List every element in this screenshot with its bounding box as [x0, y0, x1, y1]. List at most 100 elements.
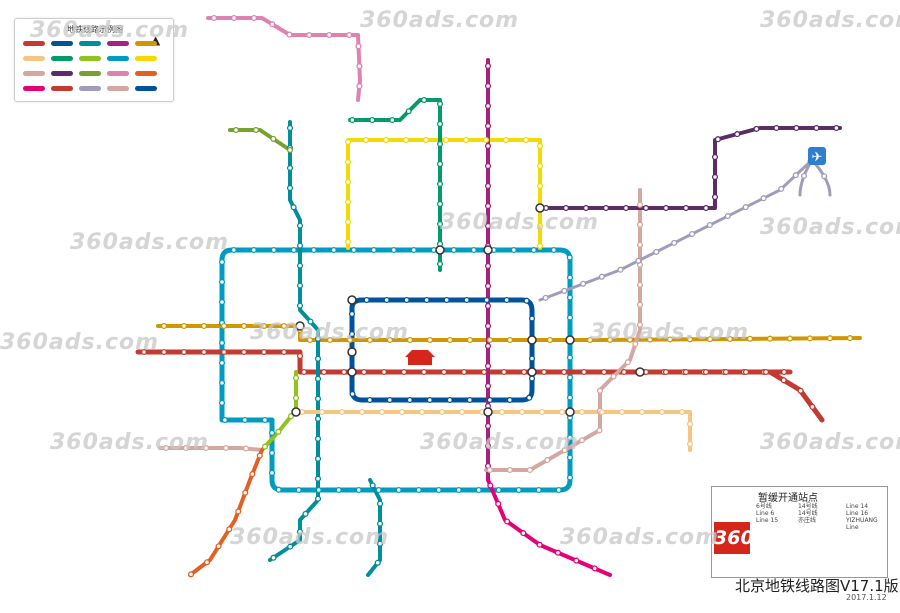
station-marker	[580, 368, 588, 376]
station-marker	[566, 474, 574, 481]
station-marker	[566, 314, 574, 321]
station-marker	[326, 31, 333, 39]
station-marker	[484, 322, 492, 330]
tiananmen-icon	[405, 350, 435, 365]
station-marker	[318, 408, 326, 416]
station-marker	[280, 322, 288, 330]
station-marker	[376, 500, 384, 507]
station-marker	[484, 82, 492, 90]
route-line8	[348, 98, 442, 272]
station-marker	[363, 296, 370, 304]
station-marker	[182, 444, 190, 452]
station-marker	[406, 336, 414, 344]
legend-swatch-airport	[79, 86, 101, 91]
station-marker	[536, 142, 544, 150]
station-marker	[455, 486, 462, 494]
station-marker	[484, 262, 492, 270]
suspended-entry: Line 6	[756, 510, 775, 517]
station-marker	[460, 368, 468, 376]
station-marker	[762, 368, 770, 376]
suspended-entry: YIZHUANG Line	[846, 517, 878, 531]
station-marker	[356, 63, 363, 70]
station-marker	[504, 518, 511, 525]
station-marker	[602, 204, 610, 212]
station-marker	[746, 335, 754, 342]
station-marker	[269, 21, 276, 28]
station-marker	[162, 444, 170, 452]
legend-swatch-line7	[23, 56, 45, 61]
station-marker	[242, 445, 250, 452]
station-marker	[484, 302, 492, 310]
station-marker	[378, 408, 386, 416]
transfer-station	[347, 295, 357, 305]
station-marker	[550, 246, 557, 254]
station-marker	[561, 287, 568, 294]
station-marker	[586, 336, 594, 344]
station-marker	[420, 368, 428, 376]
station-marker	[686, 440, 694, 448]
map-title: 北京地铁线路图V17.1版	[735, 577, 899, 595]
station-marker	[230, 14, 238, 22]
station-marker	[376, 540, 384, 547]
station-marker	[484, 62, 492, 70]
station-marker	[580, 280, 587, 287]
suspended-entry: 14号线	[798, 503, 818, 510]
station-marker	[395, 486, 402, 494]
station-marker	[362, 136, 370, 144]
station-marker	[290, 204, 297, 211]
station-marker	[160, 322, 168, 330]
station-marker	[502, 136, 510, 144]
station-marker	[566, 354, 574, 361]
legend-swatch-line2	[135, 86, 157, 91]
legend-swatch-line15	[51, 71, 73, 76]
station-marker	[218, 379, 226, 386]
legend-swatch-line9	[79, 56, 101, 61]
station-marker	[180, 348, 188, 356]
station-marker	[500, 368, 508, 376]
station-marker	[256, 452, 263, 459]
station-marker	[406, 396, 413, 404]
watermark: 360ads.com	[440, 210, 600, 235]
watermark: 360ads.com	[420, 430, 580, 455]
station-marker	[573, 557, 580, 564]
station-marker	[520, 368, 528, 376]
station-marker	[561, 447, 568, 454]
station-marker	[598, 408, 606, 416]
station-marker	[314, 495, 322, 502]
station-marker	[268, 469, 276, 476]
legend-swatch-line1	[23, 41, 45, 46]
transfer-station	[435, 245, 445, 255]
station-marker	[646, 336, 654, 343]
station-marker	[617, 266, 624, 273]
transfer-station	[527, 367, 537, 377]
station-marker	[286, 31, 293, 38]
station-marker	[221, 416, 228, 424]
watermark: 360ads.com	[30, 18, 190, 43]
station-marker	[180, 322, 188, 330]
station-marker	[475, 486, 482, 494]
route-line9	[260, 370, 298, 452]
station-marker	[484, 422, 492, 430]
station-marker	[300, 368, 308, 376]
station-marker	[344, 198, 352, 206]
station-marker	[510, 246, 517, 254]
station-marker	[606, 336, 614, 343]
station-marker	[287, 543, 294, 550]
station-marker	[560, 368, 568, 376]
station-marker	[296, 262, 304, 269]
station-marker	[240, 322, 248, 330]
station-marker	[306, 336, 314, 344]
station-marker	[484, 382, 492, 390]
station-marker	[528, 315, 536, 322]
station-marker	[466, 396, 473, 404]
station-marker	[235, 508, 242, 515]
station-marker	[636, 301, 644, 308]
station-marker	[435, 486, 442, 494]
station-marker	[218, 298, 226, 306]
suspended-entry: 亦庄线	[798, 517, 817, 524]
station-marker	[528, 375, 536, 382]
station-marker	[344, 238, 352, 246]
station-marker	[286, 164, 294, 172]
station-marker	[620, 368, 628, 376]
